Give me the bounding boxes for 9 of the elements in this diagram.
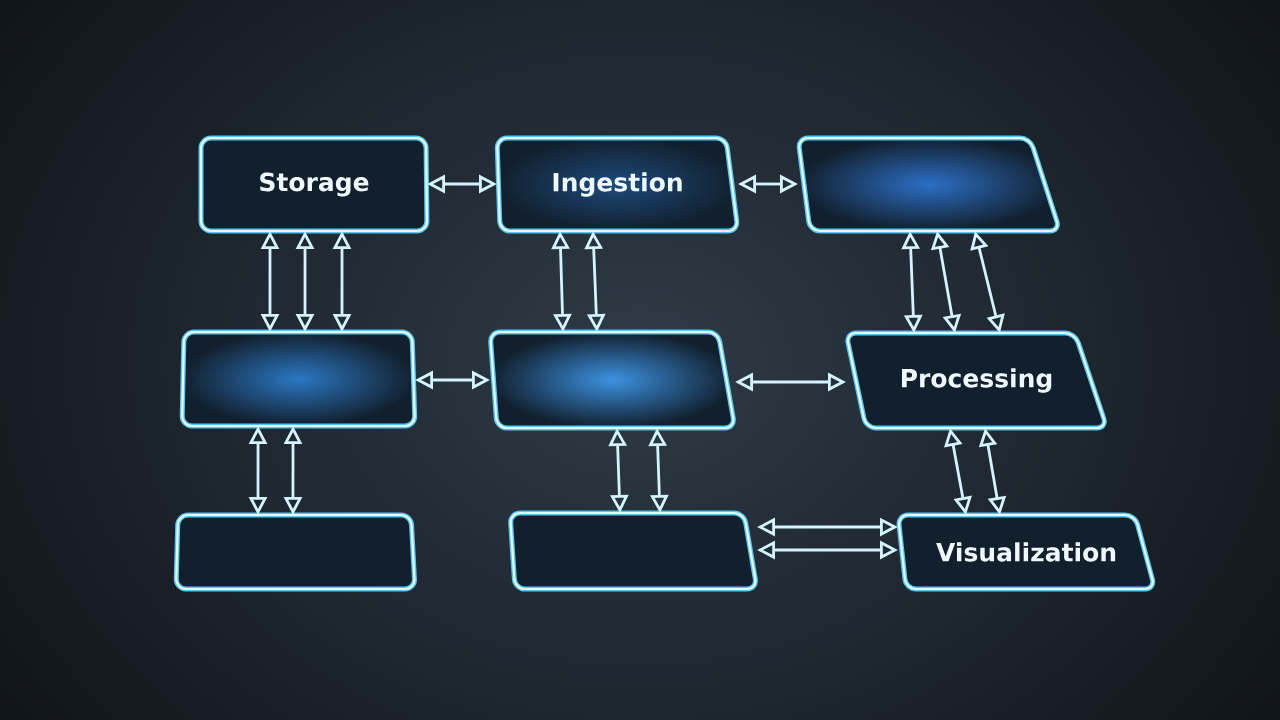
empty-box bbox=[796, 135, 1060, 234]
process-box: Ingestion bbox=[494, 135, 740, 234]
empty-box bbox=[508, 510, 758, 592]
empty-box bbox=[173, 512, 417, 592]
process-box: Visualization bbox=[896, 512, 1156, 592]
empty-box bbox=[488, 329, 736, 431]
process-box: Storage bbox=[198, 135, 430, 234]
process-box: Processing bbox=[845, 330, 1107, 431]
empty-box bbox=[179, 329, 418, 429]
